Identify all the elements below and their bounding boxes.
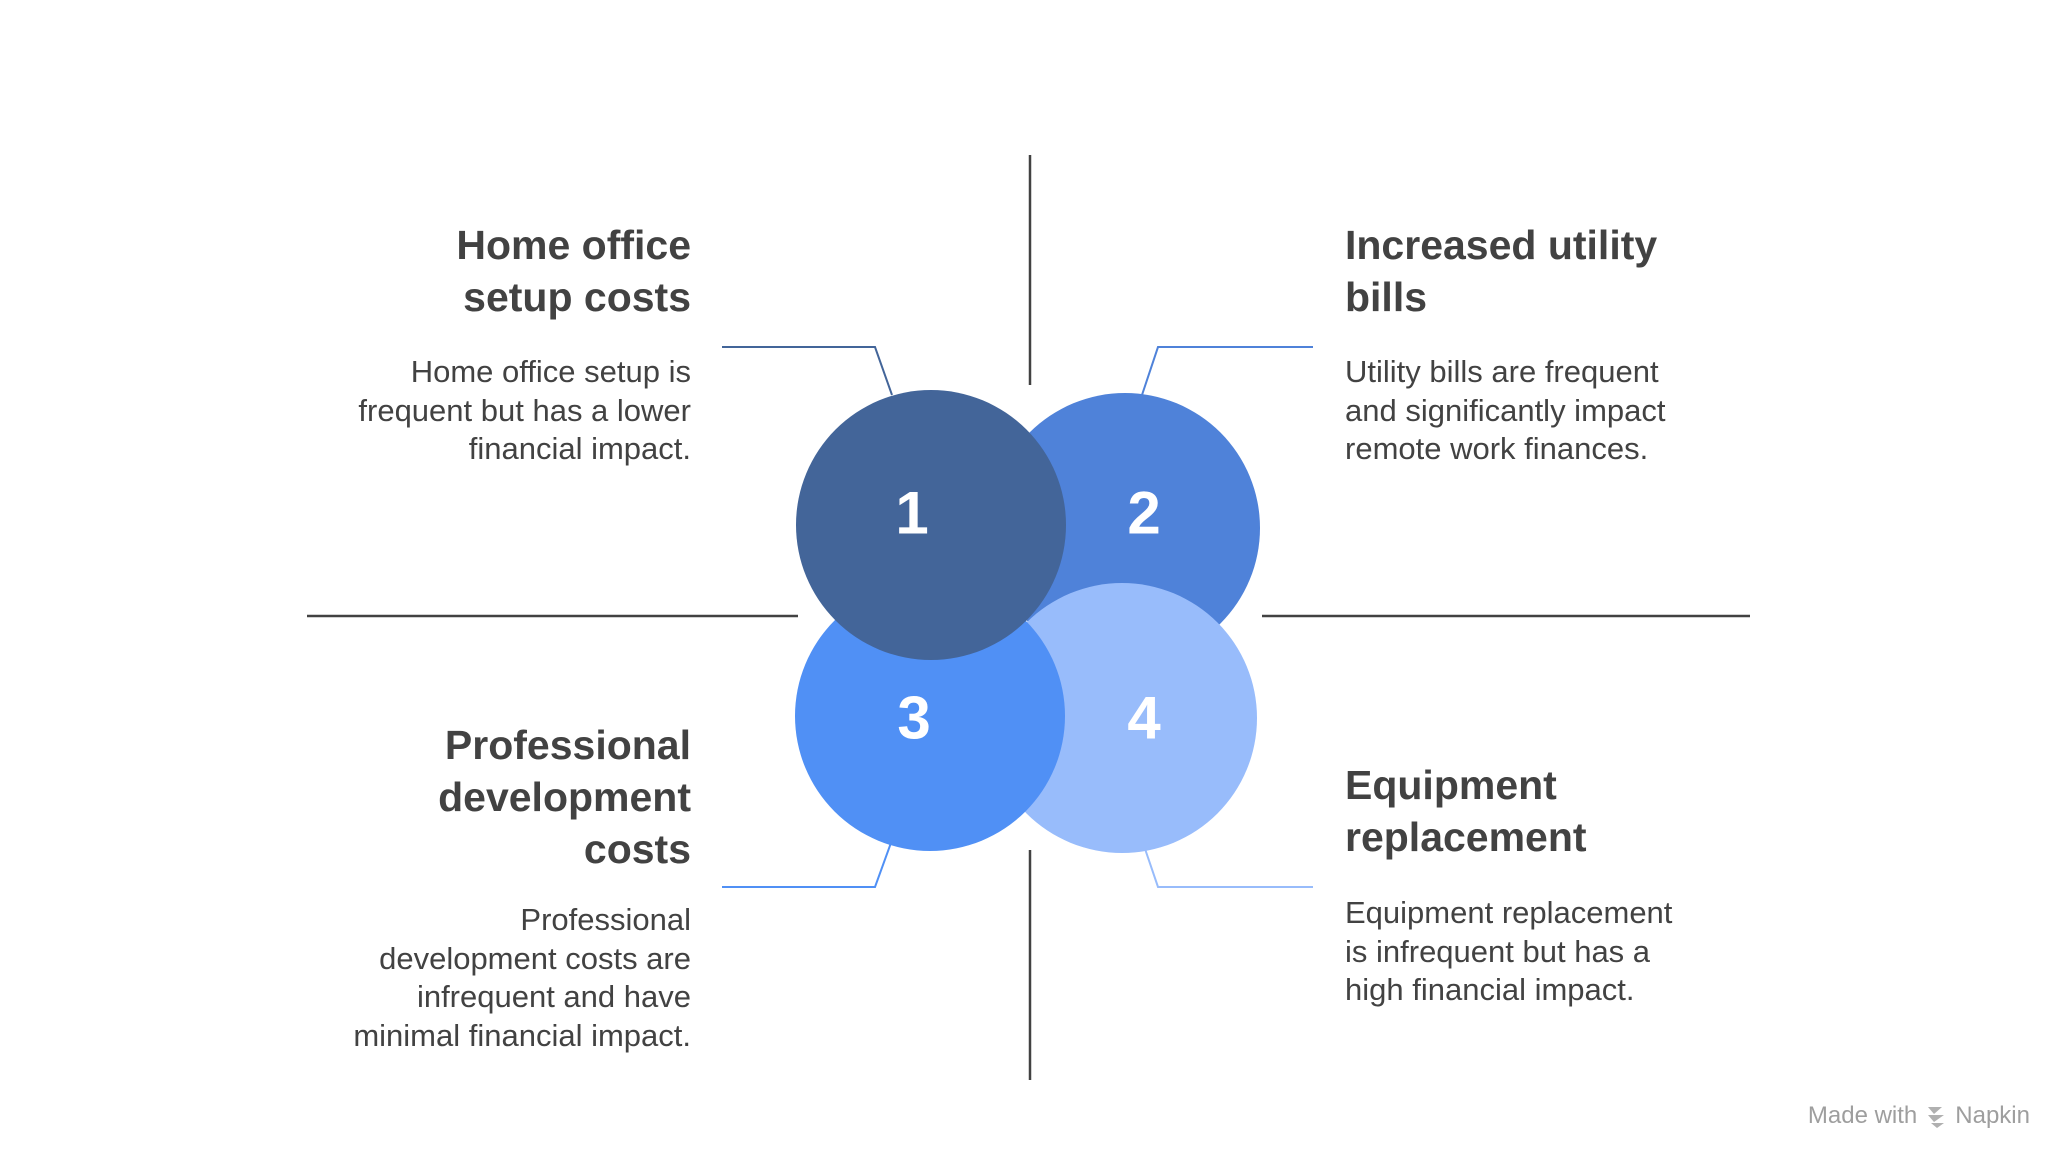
item-3-desc-line: development costs are	[379, 940, 691, 976]
item-2-title: Increased utility bills	[1345, 219, 1745, 323]
made-with-napkin-footer: Made with Napkin	[1808, 1102, 2030, 1130]
item-3-description: Professional development costs are infre…	[300, 901, 691, 1055]
item-3-title-line: costs	[583, 826, 691, 872]
footer-brand: Napkin	[1955, 1102, 2030, 1129]
item-1-title-line: Home office	[456, 222, 691, 268]
item-1-desc-line: Home office setup is	[410, 354, 691, 389]
item-4-description: Equipment replacement is infrequent but …	[1345, 894, 1745, 1010]
circle-2	[990, 393, 1260, 663]
item-1-desc-line: frequent but has a lower	[358, 392, 691, 428]
item-2-desc-line: and significantly impact	[1345, 392, 1666, 428]
item-2-title-line: Increased utility	[1345, 222, 1658, 268]
item-4-title-line: Equipment	[1345, 762, 1557, 808]
footer-made-with: Made with	[1807, 1102, 1918, 1129]
connector-2	[1141, 346, 1313, 396]
circle-4	[987, 583, 1257, 853]
item-2-desc-line: Utility bills are frequent	[1345, 354, 1659, 389]
item-3-desc-line: Professional	[520, 902, 691, 937]
circle-number-3: 3	[897, 685, 930, 752]
item-2-title-line: bills	[1345, 274, 1428, 320]
item-3-title-line: development	[438, 774, 691, 820]
item-4-desc-line: high financial impact.	[1345, 972, 1635, 1007]
item-1-desc-line: financial impact.	[468, 431, 691, 466]
connector-3	[722, 839, 893, 888]
circle-1	[796, 390, 1066, 660]
item-4-title: Equipment replacement	[1345, 759, 1745, 863]
item-3-title-line: Professional	[444, 722, 691, 768]
item-3-title: Professional development costs	[300, 719, 691, 875]
circle-3	[795, 581, 1065, 851]
item-3-desc-line: infrequent and have	[416, 979, 691, 1014]
item-4-desc-line: is infrequent but has a	[1345, 933, 1651, 969]
item-4-desc-line: Equipment replacement	[1345, 895, 1673, 930]
item-4-title-line: replacement	[1345, 814, 1587, 860]
item-2-description: Utility bills are frequent and significa…	[1345, 353, 1745, 469]
connector-1	[722, 346, 893, 396]
item-1-title-line: setup costs	[463, 274, 691, 320]
item-2-desc-line: remote work finances.	[1345, 431, 1649, 466]
napkin-logo-icon	[1925, 1103, 1947, 1129]
item-1-title: Home office setup costs	[300, 219, 691, 323]
item-1-description: Home office setup is frequent but has a …	[300, 353, 691, 469]
circle-number-4: 4	[1127, 685, 1161, 752]
circle-number-2: 2	[1127, 480, 1160, 547]
connector-4	[1141, 839, 1313, 888]
item-3-desc-line: minimal financial impact.	[353, 1017, 691, 1053]
circle-number-1: 1	[895, 480, 928, 547]
